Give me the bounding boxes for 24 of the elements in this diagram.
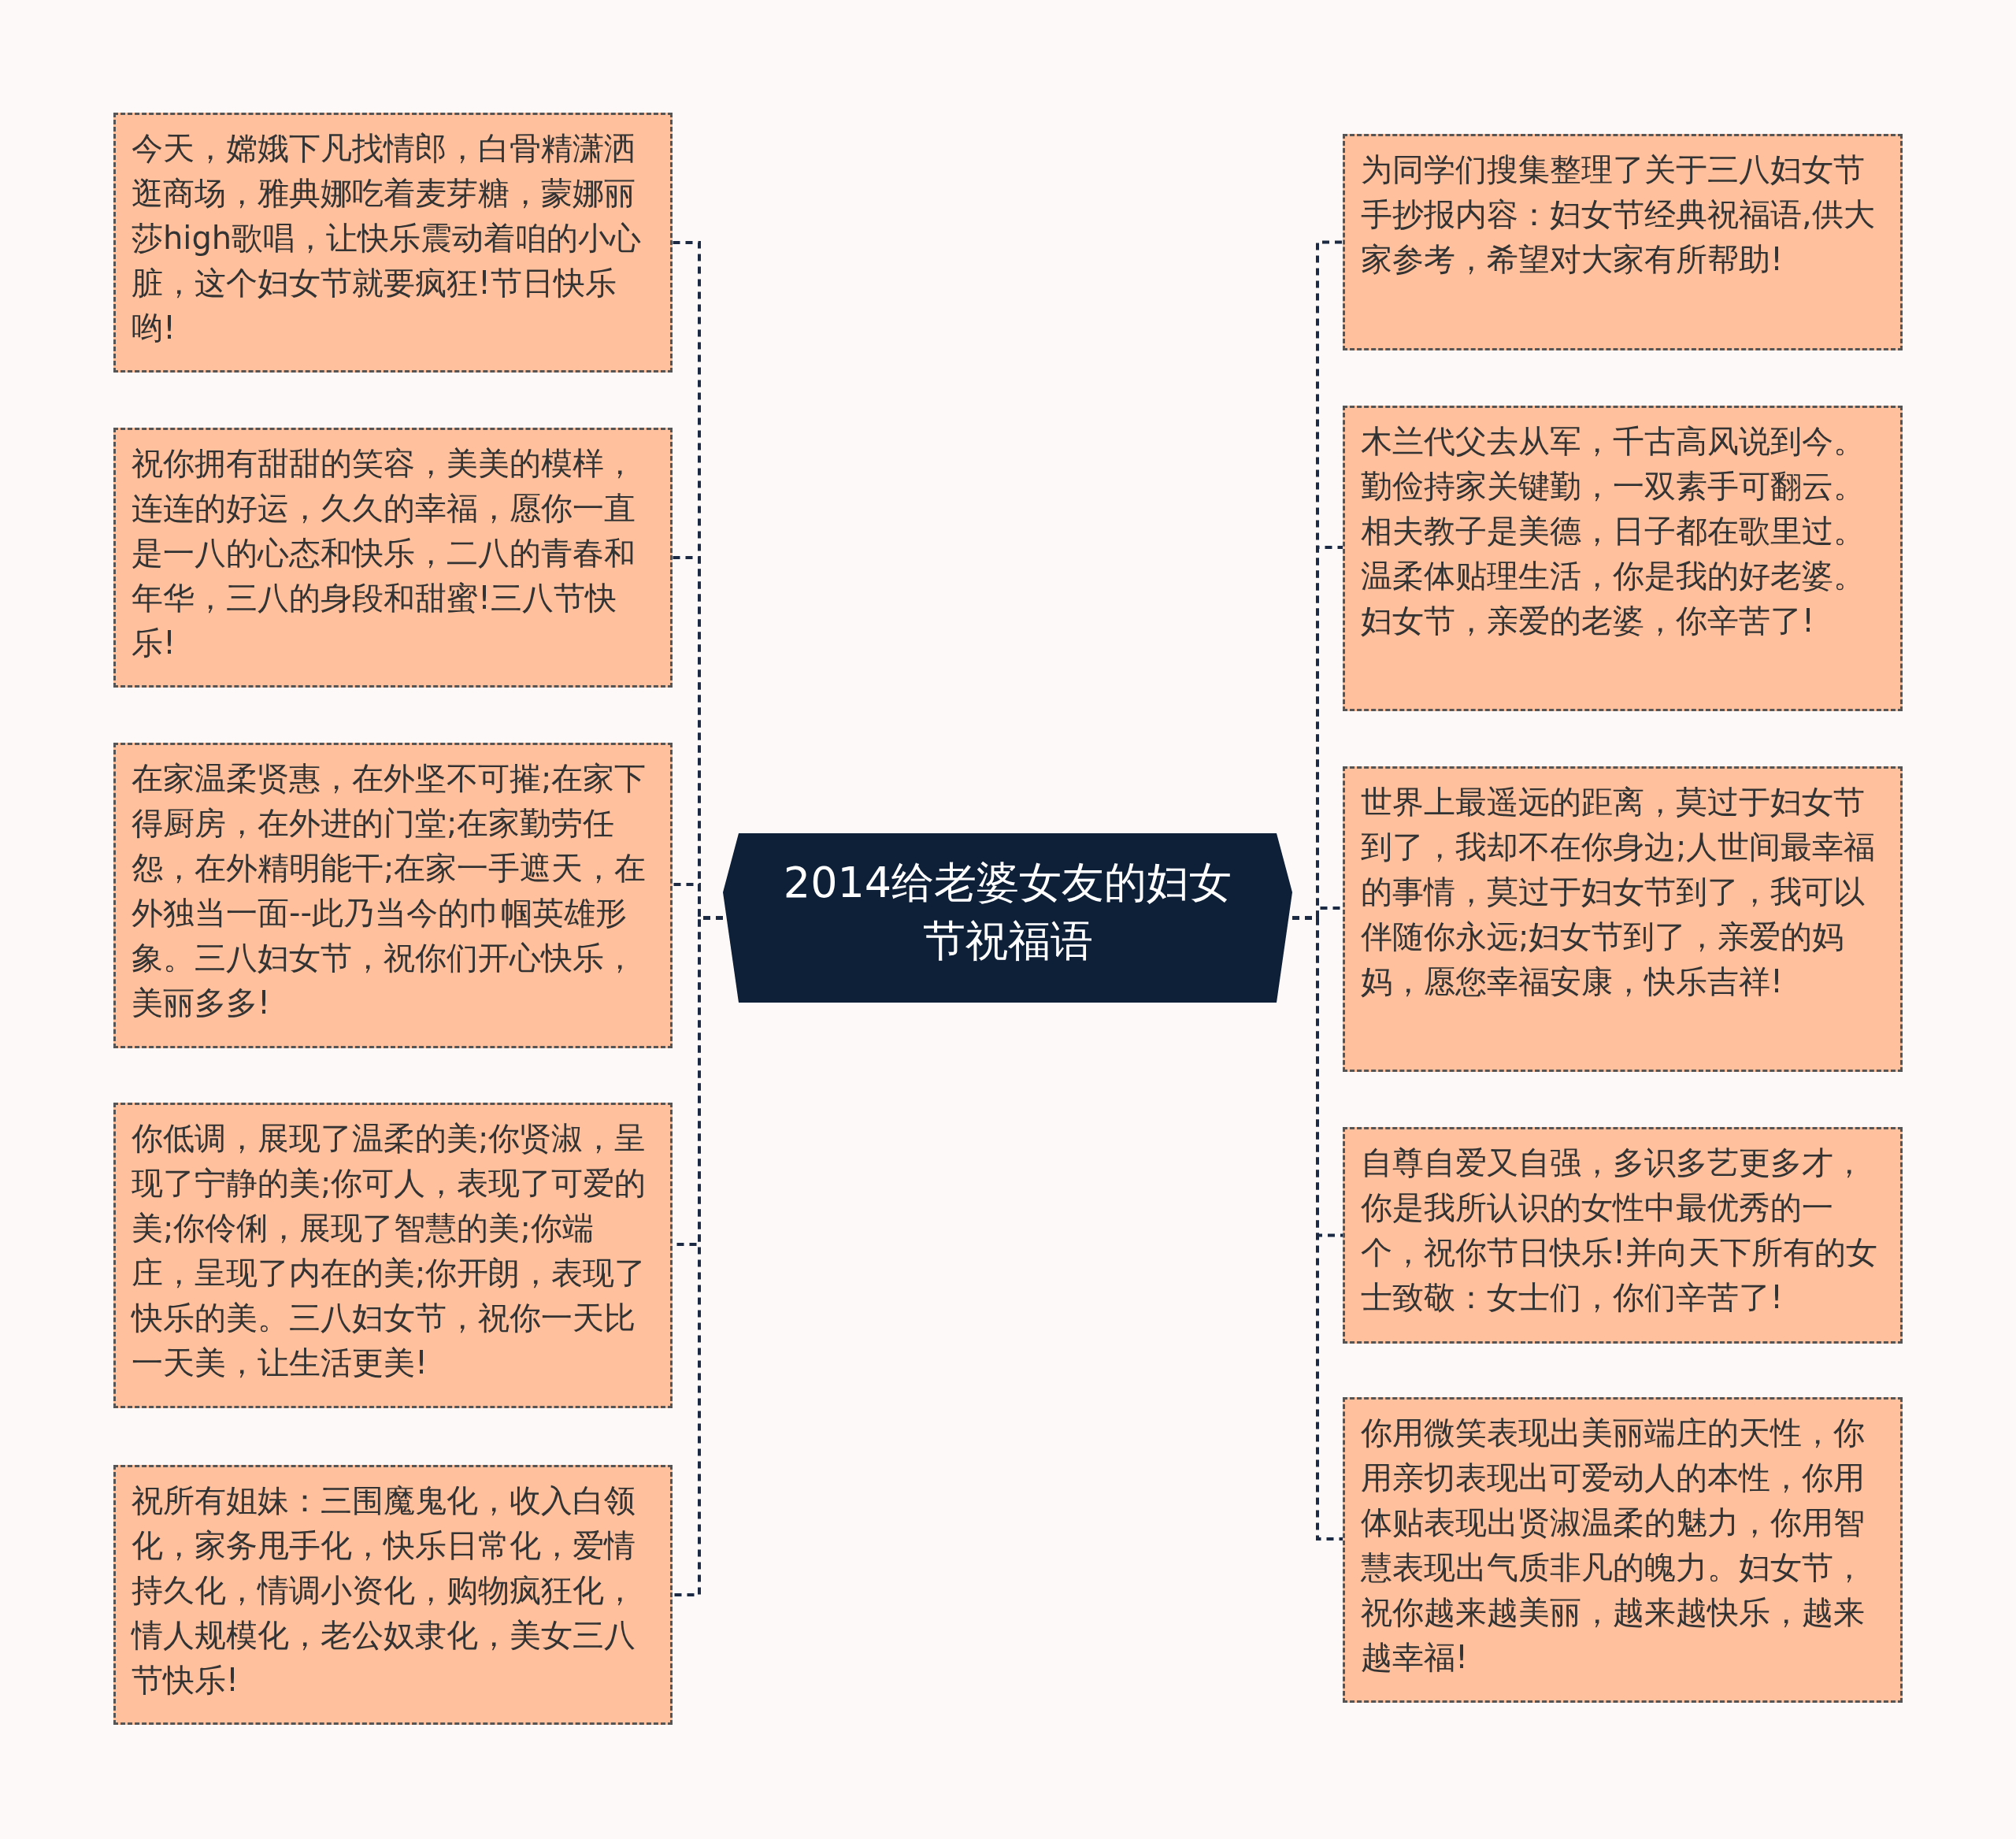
- text-card: [113, 113, 673, 373]
- blessing-text: 为同学们搜集整理了关于三八妇女节手抄报内容：妇女节经典祝福语,供大家参考，希望对大家有所帮助!: [1361, 150, 1876, 279]
- text-card: [113, 743, 673, 1048]
- text-card: [113, 428, 673, 688]
- blessing-text: 你用微笑表现出美丽端庄的天性，你用亲切表现出可爱动人的本性，你用体贴表现出贤淑温柔的魅力，你用智慧表现出气质非凡的魄力。妇女节，祝你越来越美丽，越来越快乐，越来越幸福!: [1361, 1414, 1866, 1677]
- blessing-text: 在家温柔贤惠，在外坚不可摧;在家下得厨房，在外进的门堂;在家勤劳任怨，在外精明能干;在家一手遮天，在外独当一面--此乃当今的巾帼英雄形象。三八妇女节，祝你们开心快乐，美丽多多!: [132, 759, 647, 1022]
- text-card: [1343, 766, 1903, 1072]
- blessing-text: 你低调，展现了温柔的美;你贤淑，呈现了宁静的美;你可人，表现了可爱的美;你伶俐，展现了智慧的美;你端庄，呈现了内在的美;你开朗，表现了快乐的美。三八妇女节，祝你一天比一天美，让生活更美!: [132, 1119, 647, 1382]
- central-topic-node: [723, 833, 1292, 1003]
- blessing-text: 世界上最遥远的距离，莫过于妇女节到了，我却不在你身边;人世间最幸福的事情，莫过于妇女节到了，我可以伴随你永远;妇女节到了，亲爱的妈妈，愿您幸福安康，快乐吉祥!: [1361, 783, 1877, 1001]
- blessing-text: 自尊自爱又自强，多识多艺更多才，你是我所认识的女性中最优秀的一个，祝你节日快乐!并向天下所有的女士致敬：女士们，你们辛苦了!: [1361, 1144, 1879, 1317]
- text-card: [1343, 1127, 1903, 1344]
- text-card: [113, 1103, 673, 1408]
- blessing-text: 木兰代父去从军，千古高风说到今。勤俭持家关键勤，一双素手可翻云。相夫教子是美德，日子都在歌里过。温柔体贴理生活，你是我的好老婆。妇女节，亲爱的老婆，你辛苦了!: [1361, 422, 1866, 640]
- blessing-text: 祝所有姐妹：三围魔鬼化，收入白领化，家务甩手化，快乐日常化，爱情持久化，情调小资化，购物疯狂化，情人规模化，老公奴隶化，美女三八节快乐!: [132, 1481, 636, 1700]
- text-card: [1343, 406, 1903, 711]
- connector-line: [1292, 916, 1343, 1541]
- text-card: [1343, 134, 1903, 350]
- blessing-text: 今天，嫦娥下凡找情郎，白骨精潇洒逛商场，雅典娜吃着麦芽糖，蒙娜丽莎high歌唱，让快乐震动着咱的小心脏，这个妇女节就要疯狂!节日快乐哟!: [132, 129, 643, 347]
- blessing-text: 祝你拥有甜甜的笑容，美美的模样，连连的好运，久久的幸福，愿你一直是一八的心态和快乐，二八的青春和年华，三八的身段和甜蜜!三八节快乐!: [132, 444, 636, 662]
- text-card: [1343, 1397, 1903, 1703]
- connector-line: [673, 916, 723, 1596]
- central-title: 2014给老婆女友的妇女节祝福语: [782, 857, 1233, 967]
- text-card: [113, 1465, 673, 1725]
